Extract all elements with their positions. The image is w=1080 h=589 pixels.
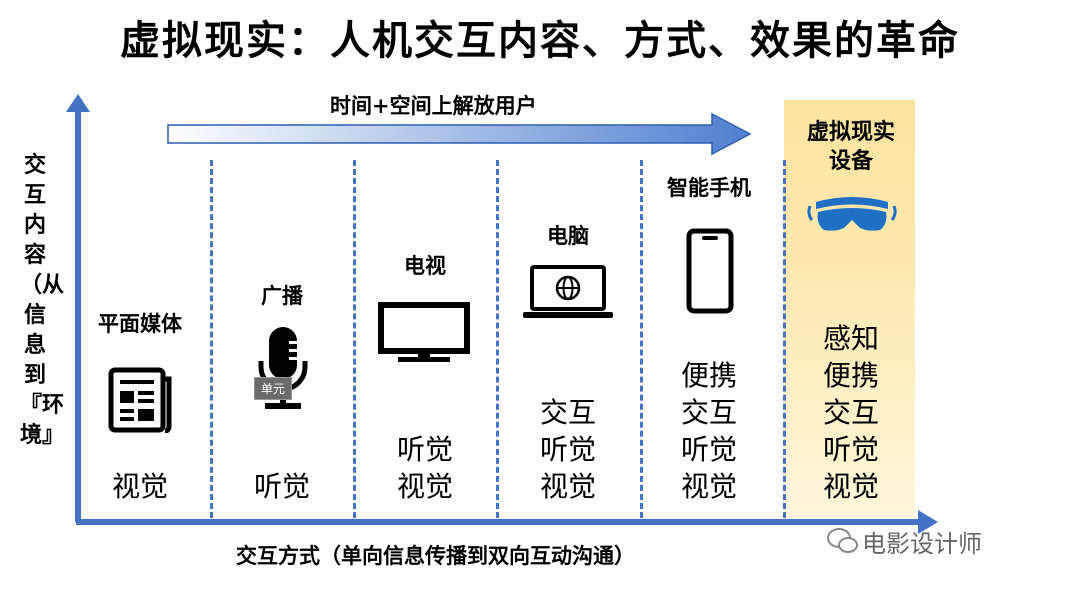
effect: 便携	[680, 359, 737, 392]
stage-label: 虚拟现实 设备	[806, 119, 895, 174]
effect: 交互	[680, 396, 737, 429]
x-axis-label: 交互方式（单向信息传播到双向互动沟通）	[236, 543, 635, 568]
time-space-arrow	[167, 112, 752, 156]
effect-list: 听觉	[211, 468, 353, 505]
tooltip: 单元	[254, 377, 293, 400]
effect: 视觉	[111, 470, 168, 503]
effect-list: 便携交互听觉视觉	[638, 357, 780, 505]
tv-icon	[378, 302, 470, 362]
divider	[353, 160, 356, 518]
effect: 听觉	[253, 470, 310, 503]
vr-highlight-column	[784, 100, 915, 518]
effect-list: 听觉视觉	[354, 431, 496, 505]
laptop-icon	[523, 265, 613, 318]
divider	[783, 160, 786, 518]
smartphone-icon	[686, 228, 734, 314]
effect-list: 感知便携交互听觉视觉	[780, 320, 922, 505]
effect: 交互	[822, 396, 879, 429]
effect: 交互	[539, 396, 596, 429]
stage-label: 平面媒体	[98, 311, 182, 336]
effect: 感知	[822, 322, 879, 355]
y-axis-arrowhead	[66, 94, 90, 112]
stage-label: 广播	[261, 283, 303, 308]
effect: 视觉	[396, 470, 453, 503]
effect: 听觉	[680, 433, 737, 466]
divider	[496, 160, 499, 518]
y-axis-label: 交互内容（从信息到『环境』	[20, 152, 65, 448]
wechat-icon	[827, 528, 858, 553]
newspaper-icon	[108, 367, 172, 433]
x-axis-arrowhead	[918, 510, 938, 534]
effect-list: 视觉	[69, 468, 211, 505]
divider	[210, 160, 213, 518]
effect: 视觉	[822, 470, 879, 503]
watermark: 电影设计师	[862, 530, 982, 558]
stage-label: 电脑	[547, 223, 589, 248]
stage-label: 智能手机	[667, 175, 751, 200]
arrow-label: 时间+空间上解放用户	[330, 93, 537, 118]
page-title: 虚拟现实：人机交互内容、方式、效果的革命	[120, 18, 960, 64]
effect: 听觉	[822, 433, 879, 466]
effect-list: 交互听觉视觉	[497, 394, 639, 505]
divider	[640, 160, 643, 518]
effect: 便携	[822, 359, 879, 392]
vr-headset-icon	[807, 197, 897, 231]
effect: 视觉	[539, 470, 596, 503]
effect: 视觉	[680, 470, 737, 503]
stage-label: 电视	[404, 253, 446, 278]
effect: 听觉	[539, 433, 596, 466]
effect: 听觉	[396, 433, 453, 466]
